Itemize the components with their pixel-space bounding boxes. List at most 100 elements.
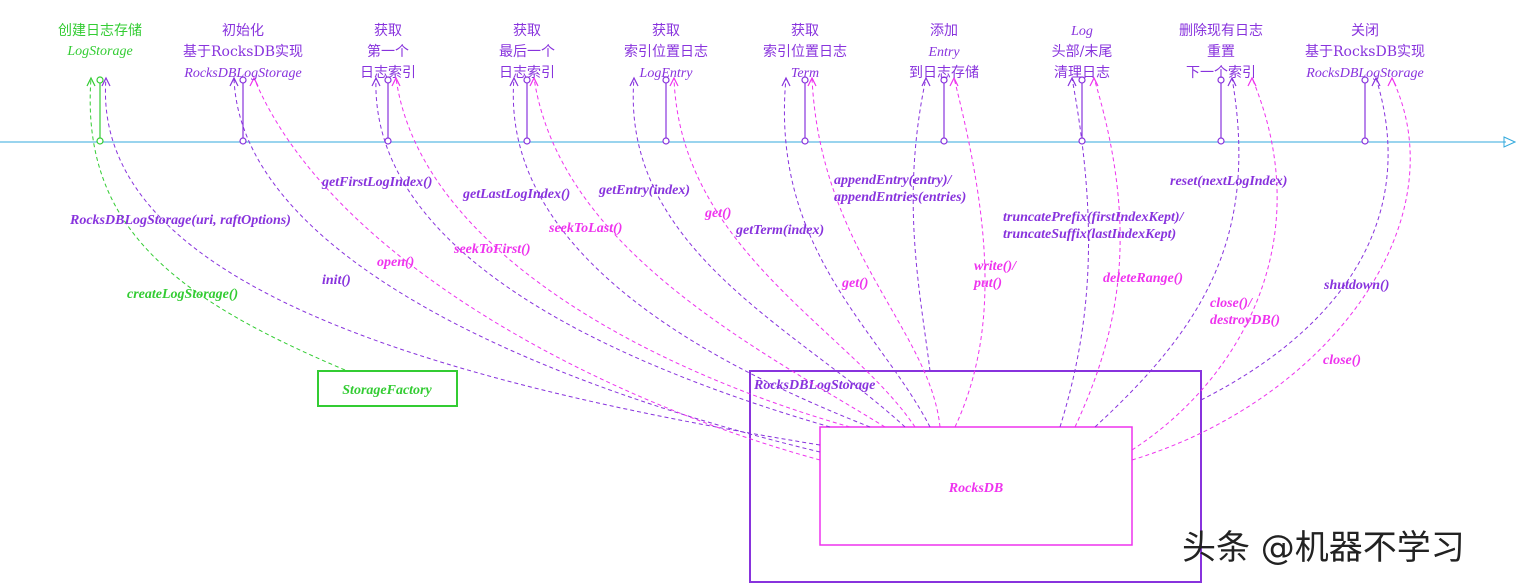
header-3-line-3: 日志索引 <box>360 64 416 81</box>
call-label-line: RocksDBLogStorage(uri, raftOptions) <box>69 213 291 228</box>
stem-bottom-dot <box>523 137 531 145</box>
call-label-3: init() <box>322 273 351 288</box>
connector-18 <box>1131 76 1278 451</box>
header-5-line-3: LogEntry <box>639 66 694 81</box>
connector-path <box>1131 77 1278 451</box>
header-6-line-1: 获取 <box>791 23 819 39</box>
header-5-line-2: 索引位置日志 <box>624 43 708 60</box>
connector-arrowhead <box>807 76 817 87</box>
call-label-19: shutdown() <box>1323 278 1389 293</box>
header-9-line-2: 重置 <box>1207 44 1235 60</box>
call-label-line: close()/ <box>1210 296 1253 311</box>
call-label-20: close() <box>1323 353 1361 368</box>
connector-arrowhead <box>629 76 639 87</box>
connector-1 <box>86 76 346 371</box>
call-label-2: RocksDBLogStorage(uri, raftOptions) <box>69 213 291 228</box>
header-7-line-1: 添加 <box>930 23 958 39</box>
connector-arrowhead <box>249 76 259 87</box>
connector-path <box>673 77 916 428</box>
stem-bottom-dot <box>384 137 392 145</box>
stem-top-dot <box>662 76 670 84</box>
stem-bottom-dot <box>1361 137 1369 145</box>
call-label-line: put() <box>973 276 1002 291</box>
connector-arrowhead <box>229 76 239 87</box>
header-4-line-1: 获取 <box>513 23 541 39</box>
stem-bottom-dot <box>662 137 670 145</box>
call-label-10: get() <box>704 206 731 221</box>
rocksdb-box-label: RocksDB <box>948 481 1003 496</box>
connector-arrowhead <box>509 76 519 87</box>
call-label-1: createLogStorage() <box>127 287 238 302</box>
call-label-line: init() <box>322 273 351 288</box>
stem-7 <box>940 76 948 145</box>
call-label-line: getLastLogIndex() <box>462 187 570 202</box>
connector-20 <box>1131 76 1411 461</box>
stem-top-dot <box>801 76 809 84</box>
call-label-15: truncatePrefix(firstIndexKept)/truncateS… <box>1003 210 1185 242</box>
logstorage-box-label: RocksDBLogStorage <box>753 378 875 393</box>
stems <box>96 76 1369 145</box>
call-label-5: getFirstLogIndex() <box>321 175 432 190</box>
header-4-line-3: 日志索引 <box>499 64 555 81</box>
call-label-7: getLastLogIndex() <box>462 187 570 202</box>
connector-arrowhead <box>86 76 96 87</box>
connector-4 <box>249 76 821 461</box>
connector-12 <box>807 76 941 428</box>
connector-path <box>512 77 871 428</box>
header-6-line-3: Term <box>791 66 819 81</box>
timeline-arrowhead <box>1503 136 1516 148</box>
call-label-line: deleteRange() <box>1103 271 1183 286</box>
connector-arrowhead <box>1387 76 1397 87</box>
call-label-6: seekToFirst() <box>453 242 530 257</box>
connector-arrowhead <box>529 76 539 87</box>
connector-2 <box>101 76 821 446</box>
connector-path <box>1200 77 1389 401</box>
stem-8 <box>1078 76 1086 145</box>
call-label-line: getFirstLogIndex() <box>321 175 432 190</box>
connector-path <box>1074 77 1121 428</box>
call-label-line: seekToLast() <box>548 221 622 236</box>
stem-top-dot <box>1361 76 1369 84</box>
connector-path <box>89 77 346 371</box>
connector-14 <box>949 76 986 428</box>
connector-17 <box>1094 76 1240 428</box>
call-label-line: shutdown() <box>1323 278 1389 293</box>
stem-bottom-dot <box>239 137 247 145</box>
headers: 创建日志存储LogStorage初始化基于RocksDB实现RocksDBLog… <box>58 22 1425 81</box>
watermark: 头条 @机器不学习 <box>1182 528 1465 568</box>
stem-2 <box>239 76 247 145</box>
connector-arrowhead <box>921 76 931 87</box>
connector-arrowhead <box>1067 76 1077 87</box>
stem-bottom-dot <box>96 137 104 145</box>
connector-11 <box>781 76 931 428</box>
timeline <box>0 136 1516 148</box>
call-labels: createLogStorage() RocksDBLogStorage(uri,… <box>69 173 1389 368</box>
stem-4 <box>523 76 531 145</box>
factory-box-label: StorageFactory <box>342 383 432 398</box>
header-7-line-3: 到日志存储 <box>909 65 979 81</box>
stem-10 <box>1361 76 1369 145</box>
stem-9 <box>1217 76 1225 145</box>
connector-arrowhead <box>669 76 679 87</box>
stem-bottom-dot <box>940 137 948 145</box>
header-5-line-1: 获取 <box>652 23 680 39</box>
call-label-11: getTerm(index) <box>735 223 824 238</box>
call-label-line: reset(nextLogIndex) <box>1170 174 1287 189</box>
stem-bottom-dot <box>801 137 809 145</box>
call-label-18: close()/destroyDB() <box>1210 296 1280 328</box>
connector-13 <box>912 76 931 372</box>
header-1-line-2: LogStorage <box>66 44 132 59</box>
call-label-line: get() <box>841 276 868 291</box>
header-3-line-2: 第一个 <box>367 43 409 60</box>
header-6-line-2: 索引位置日志 <box>763 43 847 60</box>
call-label-9: getEntry(index) <box>598 183 690 198</box>
connector-5 <box>371 76 831 428</box>
connector-16 <box>1074 76 1121 428</box>
